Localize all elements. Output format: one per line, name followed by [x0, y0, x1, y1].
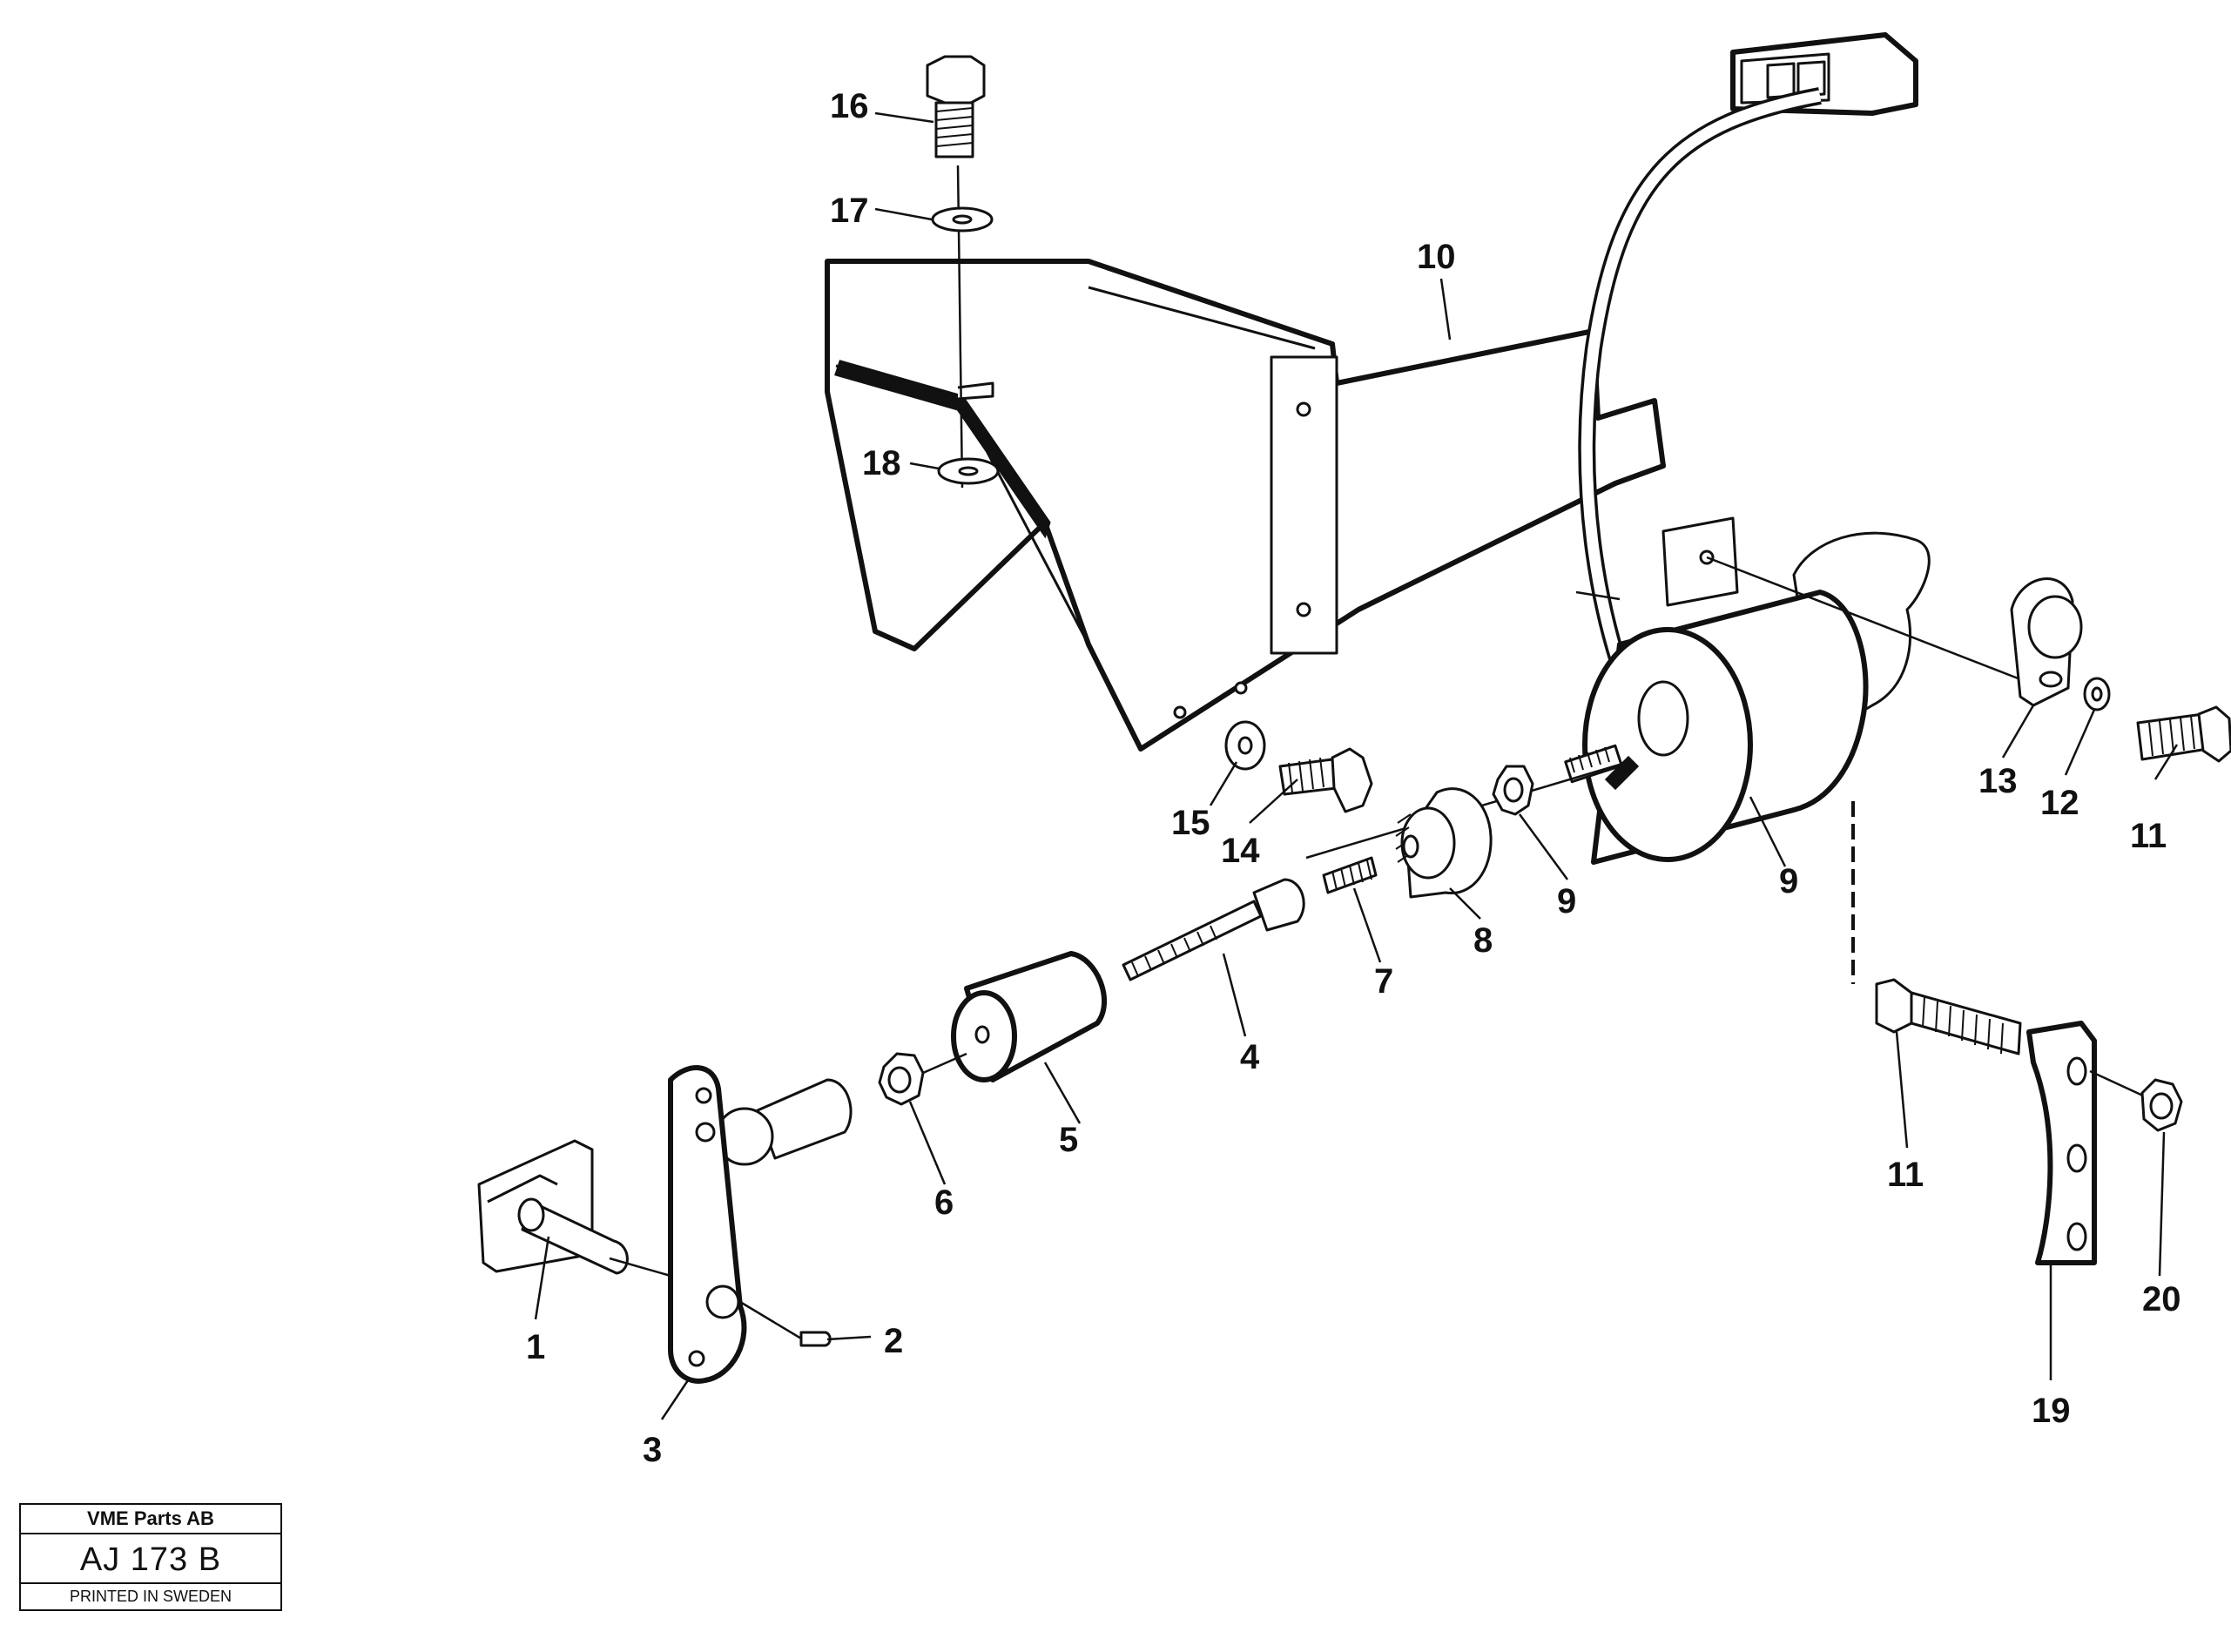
- stamp-code: AJ 173 B: [21, 1534, 280, 1584]
- bracket-cover: [825, 259, 1666, 752]
- callout-16: 16: [830, 87, 869, 125]
- callout-5: 5: [1059, 1121, 1078, 1159]
- callout-10: 10: [1417, 238, 1456, 276]
- cylinder-5: [951, 951, 1108, 1082]
- stamp-company: VME Parts AB: [21, 1505, 280, 1534]
- callout-7: 7: [1374, 962, 1393, 1001]
- washer-15: [1224, 720, 1266, 771]
- callout-8: 8: [1473, 921, 1493, 960]
- callout-15: 15: [1171, 804, 1210, 842]
- ball-joint: [715, 1078, 853, 1166]
- pin-1: [477, 1139, 629, 1275]
- callout-20: 20: [2142, 1280, 2181, 1318]
- washer-12: [2083, 677, 2111, 711]
- callout-9-solenoid: 9: [1779, 862, 1798, 900]
- callout-2: 2: [884, 1322, 903, 1360]
- stamp-printed: PRINTED IN SWEDEN: [69, 1588, 232, 1605]
- callout-14: 14: [1221, 832, 1260, 870]
- callout-1: 1: [526, 1328, 545, 1366]
- callout-17: 17: [830, 192, 869, 230]
- callout-3: 3: [643, 1431, 662, 1469]
- callout-18: 18: [862, 444, 901, 482]
- nut-9: [1492, 765, 1534, 816]
- washer-17: [931, 206, 994, 233]
- callout-11-lower: 11: [1887, 1156, 1924, 1194]
- callout-12: 12: [2040, 784, 2079, 822]
- solenoid: [1564, 516, 1931, 865]
- spring-7: [1322, 856, 1378, 894]
- adjuster-8: [1395, 787, 1493, 899]
- callout-6: 6: [934, 1183, 954, 1222]
- bolt-14: [1278, 747, 1373, 813]
- clip-13: [2010, 577, 2083, 707]
- bolt-11-lower: [1875, 978, 2022, 1055]
- callout-19: 19: [2032, 1392, 2071, 1430]
- callout-9-nut: 9: [1557, 882, 1576, 920]
- pin-2: [799, 1331, 832, 1347]
- callout-11-top: 11: [2130, 817, 2167, 855]
- nut-20: [2140, 1078, 2183, 1132]
- callout-4: 4: [1240, 1038, 1260, 1076]
- callout-13: 13: [1978, 762, 2018, 800]
- lever-3: [668, 1065, 747, 1384]
- leader-lines: [534, 111, 2179, 1420]
- bolt-11-top: [2136, 705, 2231, 763]
- callouts: 16 17 18 10 15 14 9 8 7 4 5 6 2 1 3 9 13…: [526, 87, 2181, 1469]
- shaft-4: [1122, 878, 1305, 981]
- title-stamp: VME Parts AB AJ 173 B PRINTED IN SWEDEN: [19, 1503, 282, 1611]
- bracket-19: [2026, 1021, 2097, 1265]
- washer-18: [937, 457, 1000, 485]
- nut-6: [878, 1052, 925, 1106]
- bolt-16: [926, 55, 986, 158]
